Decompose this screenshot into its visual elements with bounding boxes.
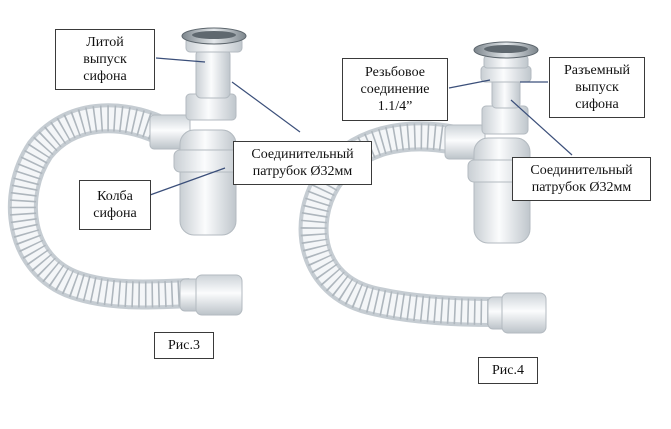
figure-caption-fig4: Рис.4 bbox=[478, 357, 538, 384]
siphon-fig4 bbox=[298, 41, 547, 334]
callout-bulb-fig3: Колба сифона bbox=[79, 180, 151, 230]
siphon-bulb-fig3 bbox=[179, 129, 237, 236]
leader-threaded bbox=[448, 79, 491, 89]
figure-caption-fig3: Рис.3 bbox=[154, 332, 214, 359]
siphon-fig3 bbox=[7, 27, 247, 316]
leader-bulb-fig3 bbox=[149, 167, 226, 196]
cast-outlet-fig3 bbox=[195, 49, 231, 99]
callout-threaded-connection: Резьбовое соединение 1.1/4” bbox=[342, 58, 448, 121]
leader-connector-fig4 bbox=[510, 99, 573, 156]
leader-connector-fig3 bbox=[231, 81, 301, 133]
leader-lines bbox=[149, 57, 573, 196]
callout-detachable-outlet: Разъемный выпуск сифона bbox=[549, 57, 645, 118]
leader-cast-outlet bbox=[155, 57, 206, 63]
callout-connector-fig3: Соединительный патрубок Ø32мм bbox=[233, 141, 372, 185]
callout-cast-outlet: Литой выпуск сифона bbox=[55, 29, 155, 90]
callout-connector-fig4: Соединительный патрубок Ø32мм bbox=[512, 157, 651, 201]
